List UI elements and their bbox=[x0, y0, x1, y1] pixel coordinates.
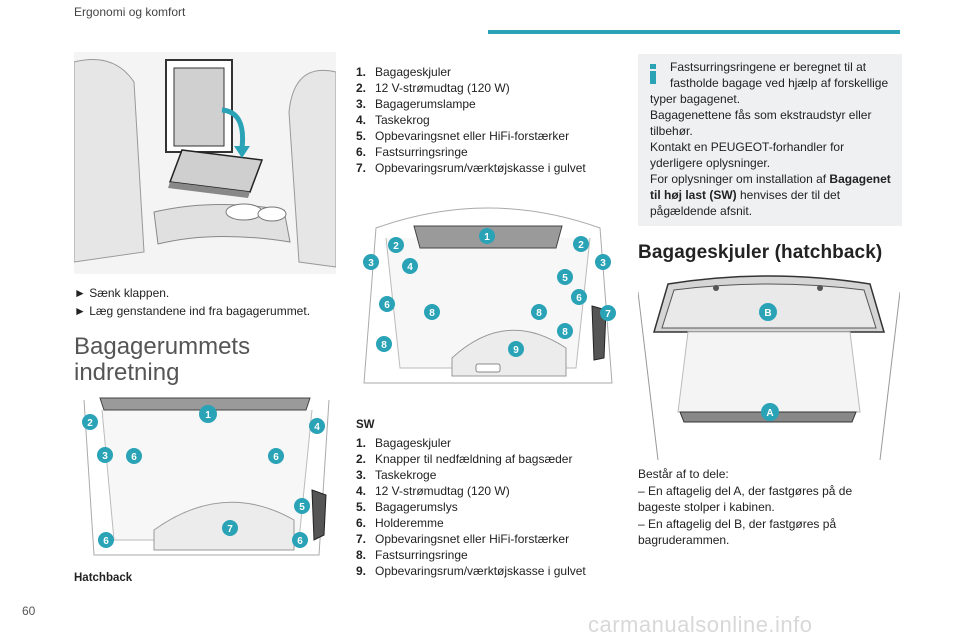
section-heading-trunk-layout: Bagagerummets indretning bbox=[74, 333, 251, 386]
svg-text:2: 2 bbox=[393, 241, 399, 252]
svg-text:1: 1 bbox=[484, 232, 490, 243]
armrest-illustration bbox=[74, 52, 336, 274]
svg-text:8: 8 bbox=[562, 327, 568, 338]
marker-1-icon: 1 bbox=[479, 228, 495, 244]
header-accent-bar bbox=[488, 30, 900, 34]
bullet-list: ► Sænk klappen. ► Læg genstandene ind fr… bbox=[74, 284, 310, 320]
watermark: carmanualsonline.info bbox=[588, 612, 813, 637]
svg-text:8: 8 bbox=[536, 308, 542, 319]
marker-2-icon: 2 bbox=[388, 237, 404, 253]
marker-5-icon: 5 bbox=[557, 269, 573, 285]
list-item: 7.Opbevaringsrum/værktøjskasse i gulvet bbox=[356, 161, 586, 175]
cover-description: Består af to dele: – En aftagelig del A,… bbox=[638, 467, 853, 547]
hatchback-caption: Hatchback bbox=[74, 572, 133, 584]
list-item: 2.Knapper til nedfældning af bagsæder bbox=[356, 452, 573, 466]
svg-text:7: 7 bbox=[227, 524, 233, 535]
info-text: Fastsurringsringene er beregnet til at f… bbox=[650, 60, 891, 218]
marker-4-icon: 4 bbox=[309, 418, 325, 434]
hatchback-item-list: 1.Bagageskjuler 2.12 V-strømudtag (120 W… bbox=[356, 64, 586, 176]
list-item: 3.Bagagerumslampe bbox=[356, 97, 476, 111]
marker-8-icon: 8 bbox=[376, 336, 392, 352]
sw-caption: SW bbox=[356, 419, 375, 431]
hatchback-trunk-illustration: 1 2 3 4 5 6 6 6 6 7 bbox=[74, 390, 336, 566]
parcel-shelf-illustration: A B bbox=[638, 272, 900, 460]
svg-text:6: 6 bbox=[384, 300, 390, 311]
list-item: 6.Holderemme bbox=[356, 516, 444, 530]
svg-text:7: 7 bbox=[605, 309, 611, 320]
svg-text:9: 9 bbox=[513, 345, 519, 356]
svg-text:8: 8 bbox=[429, 308, 435, 319]
marker-1-icon: 1 bbox=[199, 405, 217, 423]
marker-8-icon: 8 bbox=[557, 323, 573, 339]
marker-6-icon: 6 bbox=[379, 296, 395, 312]
marker-3-icon: 3 bbox=[363, 254, 379, 270]
svg-text:2: 2 bbox=[87, 418, 93, 429]
list-item: 4.Taskekrog bbox=[356, 113, 430, 127]
list-item: 1.Bagageskjuler bbox=[356, 65, 452, 79]
svg-text:B: B bbox=[764, 308, 771, 319]
svg-text:6: 6 bbox=[131, 452, 137, 463]
marker-6-icon: 6 bbox=[571, 289, 587, 305]
svg-text:6: 6 bbox=[273, 452, 279, 463]
bullet-item: ► Læg genstandene ind fra bagagerummet. bbox=[74, 304, 311, 318]
marker-3-icon: 3 bbox=[97, 447, 113, 463]
svg-text:1: 1 bbox=[205, 410, 211, 421]
sw-item-list: 1.Bagageskjuler 2.Knapper til nedfældnin… bbox=[356, 435, 586, 579]
svg-text:2: 2 bbox=[578, 240, 584, 251]
svg-text:4: 4 bbox=[314, 422, 320, 433]
svg-text:3: 3 bbox=[368, 258, 374, 269]
marker-4-icon: 4 bbox=[402, 258, 418, 274]
list-item: 4.12 V-strømudtag (120 W) bbox=[356, 484, 510, 498]
list-item: 5.Bagagerumslys bbox=[356, 500, 458, 514]
bullet-item: ► Sænk klappen. bbox=[74, 286, 170, 300]
marker-9-icon: 9 bbox=[508, 341, 524, 357]
svg-text:A: A bbox=[766, 408, 773, 419]
svg-text:6: 6 bbox=[297, 536, 303, 547]
svg-text:6: 6 bbox=[576, 293, 582, 304]
marker-3-icon: 3 bbox=[595, 254, 611, 270]
svg-text:4: 4 bbox=[407, 262, 413, 273]
list-item: 2.12 V-strømudtag (120 W) bbox=[356, 81, 510, 95]
marker-8-icon: 8 bbox=[424, 304, 440, 320]
marker-2-icon: 2 bbox=[82, 414, 98, 430]
marker-6-icon: 6 bbox=[268, 448, 284, 464]
list-item: 1.Bagageskjuler bbox=[356, 436, 452, 450]
svg-text:5: 5 bbox=[299, 502, 305, 513]
marker-5-icon: 5 bbox=[294, 498, 310, 514]
list-item: 3.Taskekroge bbox=[356, 468, 437, 482]
sw-trunk-illustration: 1 2 2 3 3 4 5 6 6 7 8 8 8 8 9 bbox=[356, 198, 620, 390]
marker-6-icon: 6 bbox=[126, 448, 142, 464]
list-item: 5.Opbevaringsnet eller HiFi-forstærker bbox=[356, 129, 570, 143]
svg-text:3: 3 bbox=[600, 258, 606, 269]
marker-6-icon: 6 bbox=[98, 532, 114, 548]
svg-text:6: 6 bbox=[103, 536, 109, 547]
running-header: Ergonomi og komfort bbox=[74, 5, 186, 19]
marker-6-icon: 6 bbox=[292, 532, 308, 548]
info-box: Fastsurringsringene er beregnet til at f… bbox=[638, 54, 902, 226]
marker-b-icon: B bbox=[759, 303, 777, 321]
marker-7-icon: 7 bbox=[600, 305, 616, 321]
marker-2-icon: 2 bbox=[573, 236, 589, 252]
marker-a-icon: A bbox=[761, 403, 779, 421]
svg-text:3: 3 bbox=[102, 451, 108, 462]
list-item: 6.Fastsurringsringe bbox=[356, 145, 468, 159]
marker-7-icon: 7 bbox=[222, 520, 238, 536]
svg-text:8: 8 bbox=[381, 340, 387, 351]
info-icon bbox=[650, 64, 656, 84]
list-item: 9.Opbevaringsrum/værktøjskasse i gulvet bbox=[356, 564, 586, 578]
section-heading-hatchback-cover: Bagageskjuler (hatchback) bbox=[638, 242, 883, 263]
list-item: 7.Opbevaringsnet eller HiFi-forstærker bbox=[356, 532, 570, 546]
list-item: 8.Fastsurringsringe bbox=[356, 548, 468, 562]
marker-8-icon: 8 bbox=[531, 304, 547, 320]
svg-text:5: 5 bbox=[562, 273, 568, 284]
page-number: 60 bbox=[22, 604, 36, 618]
